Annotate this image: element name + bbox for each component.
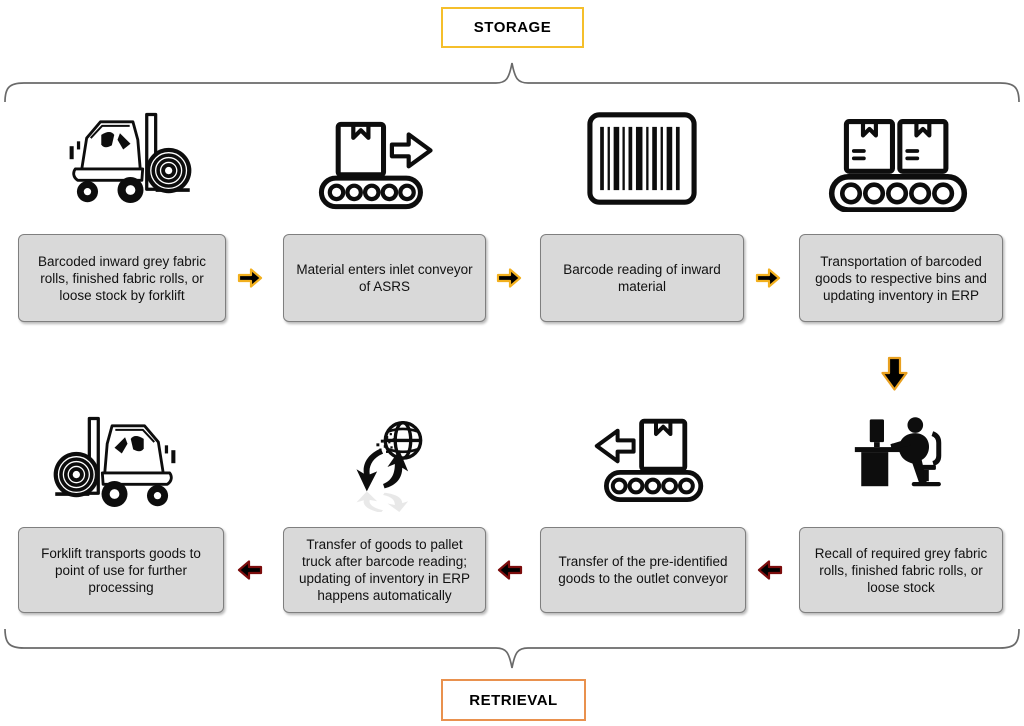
- forward-arrow-icon: [237, 268, 263, 288]
- storage-step-1-text: Barcoded inward grey fabric rolls, finis…: [37, 253, 207, 303]
- bin-conveyor-icon: [828, 114, 968, 212]
- forward-arrow-icon: [496, 268, 522, 288]
- retrieval-step-3-text: Transfer of goods to pallet truck after …: [298, 537, 471, 603]
- storage-step-2-box: Material enters inlet conveyor of ASRS: [283, 234, 486, 322]
- retrieval-step-4-text: Forklift transports goods to point of us…: [41, 545, 201, 595]
- forklift-loaded-icon: [55, 112, 193, 208]
- retrieval-step-1-text: Recall of required grey fabric rolls, fi…: [814, 545, 988, 595]
- reverse-arrow-icon: [497, 560, 523, 580]
- erp-sync-globe-icon: [338, 419, 434, 512]
- retrieval-step-3-box: Transfer of goods to pallet truck after …: [283, 527, 486, 613]
- retrieval-step-4-box: Forklift transports goods to point of us…: [18, 527, 224, 613]
- storage-label-text: STORAGE: [473, 19, 552, 36]
- operator-computer-icon: [852, 414, 948, 492]
- down-arrow-icon: [881, 356, 908, 391]
- storage-step-4-box: Transportation of barcoded goods to resp…: [799, 234, 1003, 322]
- storage-brace: [4, 62, 1020, 103]
- inlet-conveyor-icon: [318, 116, 444, 210]
- retrieval-step-1-box: Recall of required grey fabric rolls, fi…: [799, 527, 1003, 613]
- retrieval-label: RETRIEVAL: [441, 679, 586, 721]
- retrieval-step-2-box: Transfer of the pre-identified goods to …: [540, 527, 746, 613]
- retrieval-brace: [4, 628, 1020, 669]
- storage-step-4-text: Transportation of barcoded goods to resp…: [815, 253, 987, 303]
- storage-step-3-box: Barcode reading of inward material: [540, 234, 744, 322]
- outlet-conveyor-icon: [584, 413, 704, 503]
- storage-step-1-box: Barcoded inward grey fabric rolls, finis…: [18, 234, 226, 322]
- barcode-icon: [586, 112, 698, 205]
- retrieval-step-2-text: Transfer of the pre-identified goods to …: [558, 554, 728, 586]
- retrieval-label-text: RETRIEVAL: [469, 691, 558, 709]
- storage-step-3-text: Barcode reading of inward material: [563, 262, 721, 294]
- reverse-arrow-icon: [237, 560, 263, 580]
- forward-arrow-icon: [755, 268, 781, 288]
- storage-label: STORAGE: [441, 7, 584, 48]
- reverse-arrow-icon: [757, 560, 783, 580]
- storage-step-2-text: Material enters inlet conveyor of ASRS: [296, 262, 473, 294]
- forklift-dispatch-icon: [52, 416, 190, 512]
